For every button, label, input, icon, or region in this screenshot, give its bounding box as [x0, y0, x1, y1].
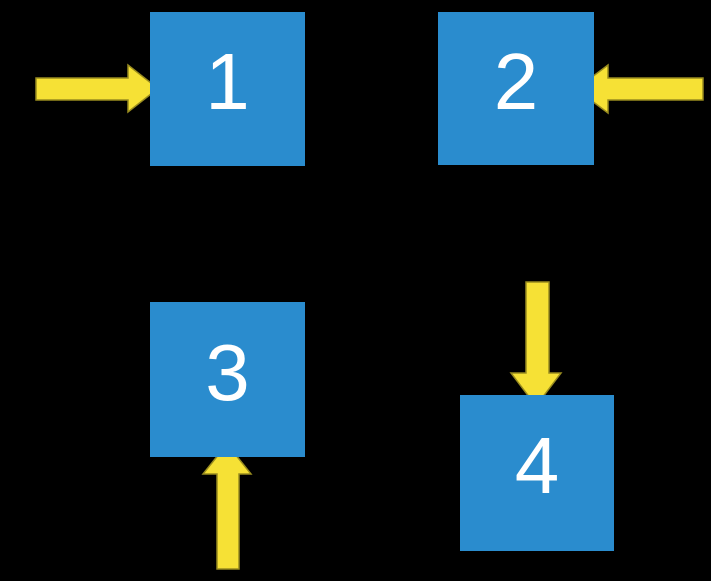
numbered-box-2: 2 — [438, 12, 594, 165]
numbered-box-4: 4 — [460, 395, 614, 551]
box-1-label: 1 — [205, 37, 250, 126]
left-arrow-icon — [574, 63, 704, 115]
down-arrow-icon — [509, 281, 563, 408]
right-arrow-icon — [35, 63, 160, 114]
box-2-label: 2 — [493, 36, 539, 126]
numbered-box-3: 3 — [150, 302, 305, 457]
box-3-label: 3 — [205, 327, 250, 417]
numbered-box-1: 1 — [150, 12, 305, 166]
box-4-label: 4 — [514, 421, 560, 510]
up-arrow-icon — [201, 442, 253, 570]
